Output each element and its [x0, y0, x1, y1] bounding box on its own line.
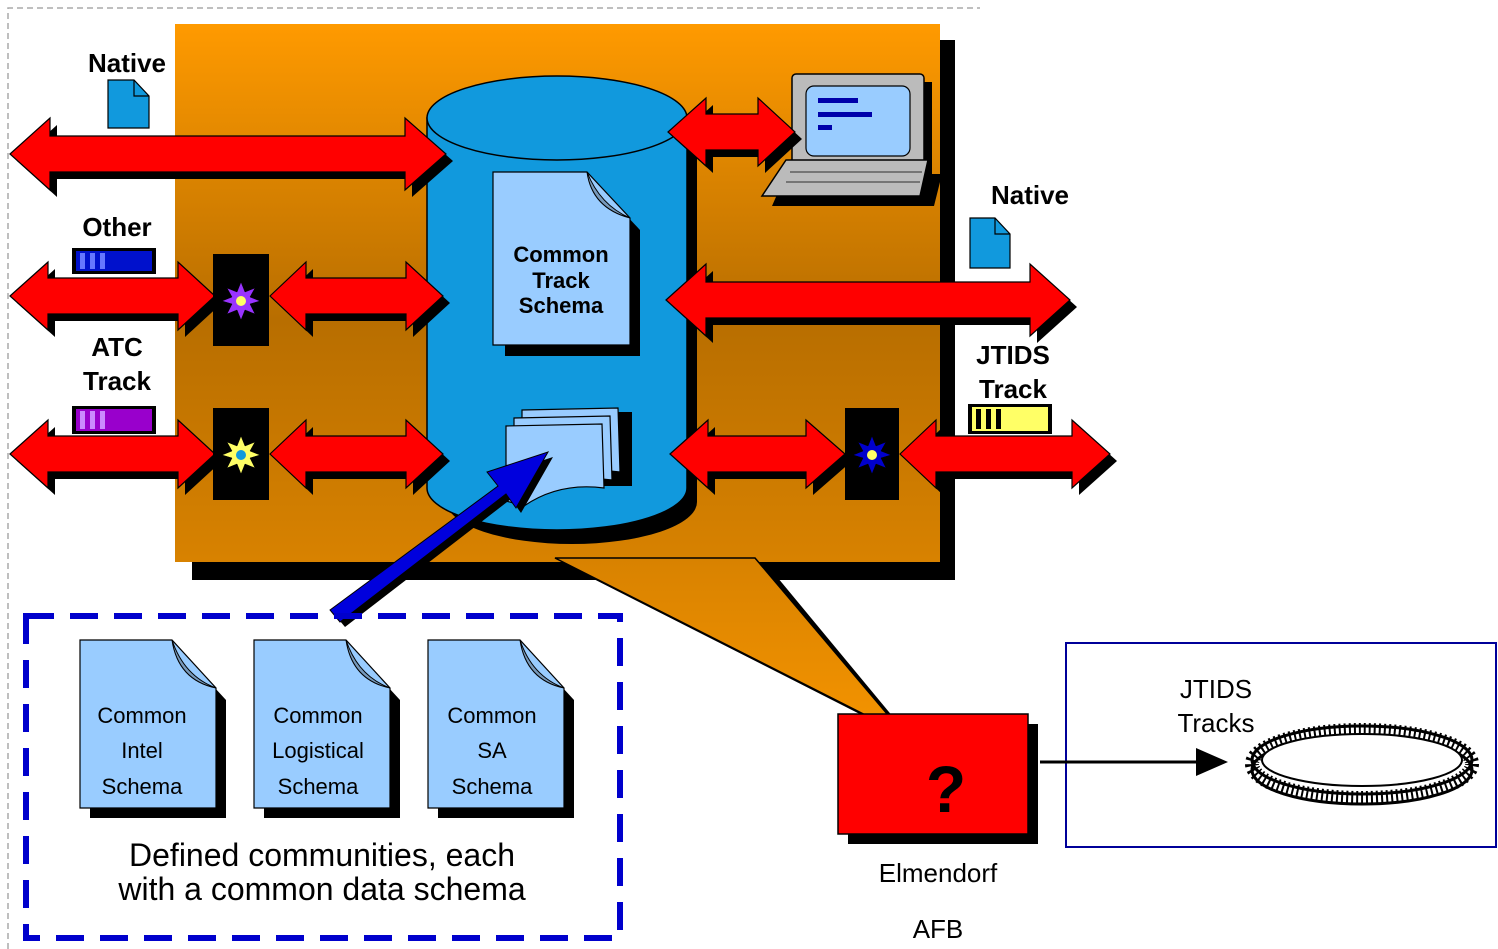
- label-jtids-line1: JTIDS: [976, 340, 1050, 370]
- callout-tail-shadow: [568, 566, 913, 741]
- node-symbol: ?: [926, 752, 966, 826]
- schema-intel-line1: Common: [97, 703, 186, 728]
- schema-sa-line1: Common: [447, 703, 536, 728]
- arrows: [9, 96, 1117, 495]
- label-atc-line1: ATC: [91, 332, 143, 362]
- schema-logistical-line2: Logistical: [272, 738, 364, 763]
- schema-logistical-line3: Schema: [278, 774, 359, 799]
- label-native-left: Native: [88, 48, 166, 78]
- output-label-line1: JTIDS: [1180, 674, 1252, 704]
- callout-tail: [554, 557, 906, 736]
- arrow-other-outer: [9, 260, 222, 337]
- communities-border: [23, 613, 623, 941]
- converter-atc: [213, 408, 269, 500]
- output-arrowhead: [1196, 748, 1228, 776]
- node-name-line1: Elmendorf: [879, 858, 998, 888]
- track-bar-jtids: [968, 404, 1052, 434]
- schema-doc-sa: Common SA Schema: [427, 639, 574, 818]
- star-center: [236, 296, 246, 306]
- blue-arrow: [329, 451, 553, 627]
- schema-sa-line2: SA: [477, 738, 507, 763]
- label-native-right: Native: [991, 180, 1069, 210]
- file-icon-native-left: [107, 79, 150, 129]
- communities-box: Common Intel Schema Common Logistical Sc…: [23, 613, 623, 941]
- converter-other: [213, 254, 269, 346]
- schema-intel-line2: Intel: [121, 738, 163, 763]
- schema-doc-intel: Common Intel Schema: [79, 639, 226, 818]
- arrow-native-left: [9, 116, 453, 197]
- laptop-icon: [760, 73, 942, 206]
- label-atc-line2: Track: [83, 366, 151, 396]
- common-track-schema-doc: Common Track Schema: [492, 171, 640, 356]
- cylinder-top: [426, 75, 688, 161]
- arrow-jtids-inner: [669, 418, 852, 495]
- communities-caption-line2: with a common data schema: [117, 871, 526, 907]
- schema-sa-line3: Schema: [452, 774, 533, 799]
- doc-line1: Common: [513, 242, 608, 267]
- page-border: [7, 7, 980, 949]
- schema-logistical-line1: Common: [273, 703, 362, 728]
- schema-intel-line3: Schema: [102, 774, 183, 799]
- converter-jtids: [845, 408, 899, 500]
- output-box: JTIDS Tracks: [1040, 642, 1497, 848]
- label-other: Other: [82, 212, 151, 242]
- label-jtids-line2: Track: [979, 374, 1047, 404]
- track-bar-atc: [72, 406, 156, 434]
- output-label-line2: Tracks: [1177, 708, 1254, 738]
- star-center: [236, 450, 246, 460]
- arrow-jtids-outer: [899, 418, 1117, 495]
- doc-line3: Schema: [519, 293, 604, 318]
- arrow-laptop: [667, 96, 802, 173]
- arrow-other-inner: [269, 260, 450, 337]
- track-bar-other: [72, 248, 156, 274]
- elmendorf-node: ? Elmendorf AFB: [837, 713, 1038, 944]
- star-center: [867, 450, 877, 460]
- schema-doc-logistical: Common Logistical Schema: [253, 639, 400, 818]
- arrow-atc-inner: [269, 418, 450, 495]
- communities-caption-line1: Defined communities, each: [129, 837, 515, 873]
- track-ring-icon: [1245, 723, 1479, 806]
- arrow-atc-outer: [9, 418, 222, 495]
- file-icon-native-right: [969, 217, 1011, 269]
- doc-line2: Track: [532, 268, 590, 293]
- arrow-native-right: [665, 262, 1077, 343]
- node-name-line2: AFB: [913, 914, 964, 944]
